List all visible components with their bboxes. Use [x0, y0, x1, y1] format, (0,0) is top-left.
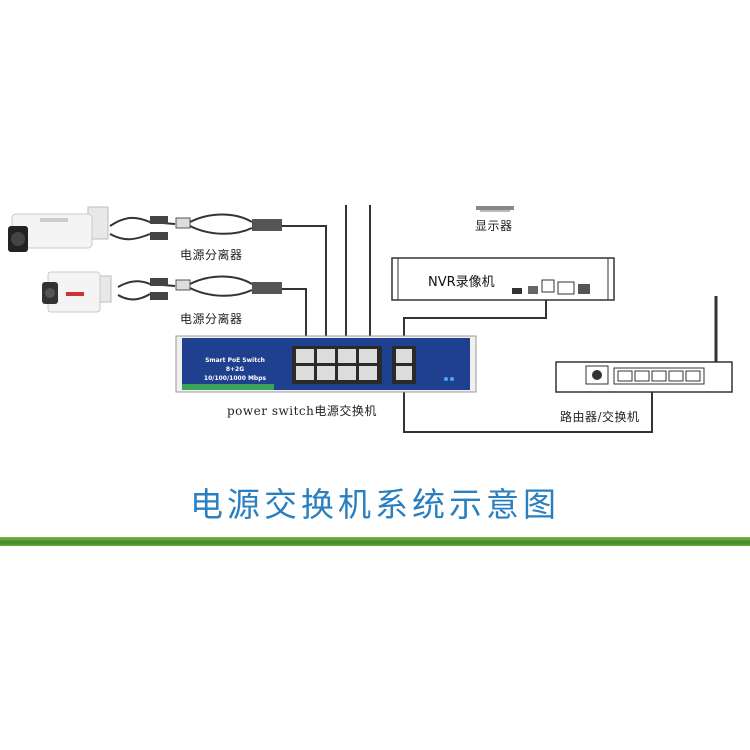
diagram-title: 电源交换机系统示意图 — [0, 478, 750, 526]
switch-panel-line1: Smart PoE Switch — [190, 356, 280, 365]
switch-panel-line3: 10/100/1000 Mbps — [190, 374, 280, 383]
splitter-label-top: 电源分离器 — [180, 246, 243, 263]
nvr-recorder-icon — [392, 258, 614, 300]
display-label: 显示器 — [475, 217, 513, 234]
nvr-label: NVR录像机 — [428, 271, 495, 290]
display-monitor-icon — [476, 206, 514, 212]
router-icon — [556, 296, 732, 392]
camera-1-icon — [8, 207, 108, 252]
router-label: 路由器/交换机 — [560, 408, 640, 425]
power-switch-label: power switch电源交换机 — [227, 402, 377, 419]
green-divider-bar — [0, 537, 750, 546]
splitter-2 — [150, 277, 282, 301]
switch-panel-line2: 8+2G — [190, 365, 280, 374]
splitter-1 — [150, 215, 282, 241]
camera-2-icon — [42, 272, 111, 312]
splitter-label-bottom: 电源分离器 — [180, 310, 243, 327]
